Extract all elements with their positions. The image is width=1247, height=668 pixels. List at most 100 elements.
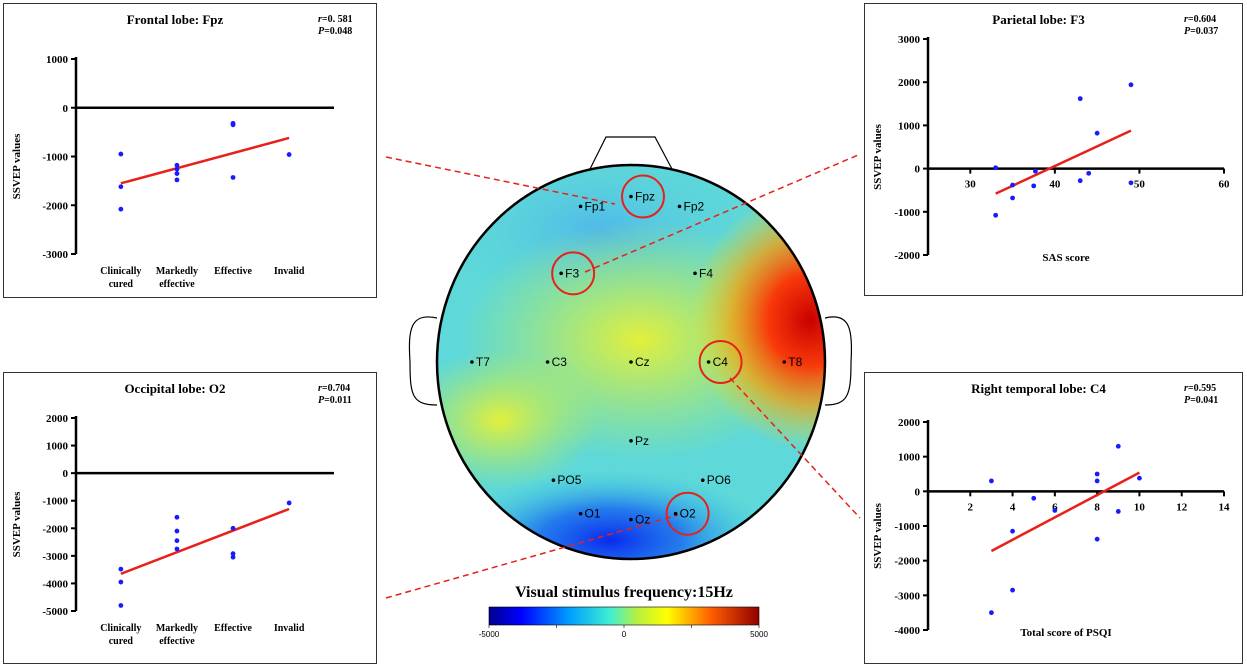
electrode-dot: [545, 360, 550, 364]
y-tick-label: 1000: [898, 452, 921, 464]
electrode-label-f4: F4: [699, 266, 713, 280]
regression-line: [120, 136, 290, 185]
electrode-label-oz: Oz: [635, 513, 650, 527]
y-tick-label: -3000: [894, 590, 920, 602]
electrode-dot: [629, 194, 633, 199]
data-point: [118, 184, 124, 190]
x-category-label: Clinically: [100, 623, 141, 634]
data-point: [118, 206, 124, 212]
data-point: [1128, 82, 1134, 88]
y-tick-label: 0: [915, 164, 921, 176]
y-tick-label: 1000: [46, 441, 69, 453]
y-tick-label: -2000: [42, 200, 68, 212]
colorbar-title: Visual stimulus frequency:15Hz: [515, 584, 733, 601]
data-point: [1010, 587, 1015, 593]
data-point: [174, 162, 180, 168]
connector-f3: [584, 154, 859, 273]
electrode-label-fp1: Fp1: [585, 199, 606, 213]
data-point: [230, 554, 236, 560]
colorbar: [488, 606, 760, 626]
regression-line: [995, 129, 1132, 195]
left-ear: [408, 316, 438, 406]
electrode-dot: [629, 360, 633, 364]
field-center-yellow: [460, 220, 820, 460]
y-tick-label: -2000: [894, 250, 920, 262]
data-point: [989, 478, 994, 484]
x-category-label: Effective: [214, 623, 252, 634]
right-ear: [824, 316, 853, 406]
field-top-cyan: [437, 165, 770, 320]
data-point: [174, 514, 180, 520]
y-tick-label: -4000: [42, 578, 68, 590]
electrode-dot: [551, 478, 556, 483]
electrode-dot: [700, 478, 705, 483]
chart-title: Occipital lobe: O2: [124, 381, 225, 396]
y-tick-label: -1000: [42, 152, 68, 164]
electrode-label-fpz: Fpz: [635, 190, 655, 204]
y-tick-label: -2000: [42, 523, 68, 535]
colorbar-tick-label: 0: [622, 630, 627, 639]
data-point: [1031, 183, 1037, 189]
highlight-circle-o2: [665, 491, 710, 536]
data-point: [989, 610, 994, 616]
electrode-dot: [673, 511, 678, 516]
y-tick-label: -1000: [42, 496, 68, 508]
x-category-label: effective: [159, 279, 195, 290]
x-tick-label: 2: [968, 501, 974, 513]
x-category-label: effective: [159, 636, 195, 647]
correlation-r: r=0.704: [318, 383, 350, 394]
chart-title: Frontal lobe: Fpz: [127, 12, 224, 27]
data-point: [118, 579, 124, 585]
electrode-label-po5: PO5: [557, 473, 581, 487]
data-point: [1052, 508, 1058, 513]
y-tick-label: 1000: [898, 120, 921, 132]
electrode-label-c4: C4: [713, 355, 729, 369]
x-tick-label: 50: [1134, 179, 1146, 191]
y-tick-label: 0: [63, 468, 69, 480]
p-value: P=0.041: [1184, 395, 1218, 406]
electrode-dot: [578, 204, 583, 209]
regression-line: [990, 471, 1141, 553]
y-tick-label: -3000: [42, 551, 68, 563]
x-category-label: Invalid: [274, 623, 305, 634]
x-category-label: Effective: [214, 266, 252, 277]
y-tick-label: -5000: [42, 606, 68, 618]
data-point: [230, 122, 236, 128]
highlight-circle-fpz: [621, 174, 665, 219]
x-tick-label: 4: [1010, 501, 1016, 513]
electrode-label-c3: C3: [552, 355, 568, 369]
x-tick-label: 40: [1049, 179, 1061, 191]
electrode-label-o1: O1: [585, 507, 601, 521]
y-tick-label: -3000: [42, 249, 68, 261]
data-point: [174, 171, 180, 176]
data-point: [174, 177, 180, 183]
x-tick-label: 10: [1134, 501, 1146, 513]
data-point: [230, 551, 236, 557]
electrode-dot: [629, 439, 633, 443]
x-category-label: Markedly: [156, 266, 198, 277]
scalp-field: [437, 165, 825, 559]
data-point: [1077, 96, 1083, 102]
data-point: [1010, 528, 1015, 534]
y-axis-label: SSVEP values: [11, 491, 23, 557]
y-tick-label: 2000: [46, 413, 69, 425]
data-point: [118, 603, 124, 608]
x-tick-label: 12: [1176, 501, 1188, 513]
data-point: [1031, 495, 1037, 501]
x-tick-label: 14: [1219, 501, 1231, 513]
y-tick-label: 0: [915, 486, 921, 498]
data-point: [1115, 509, 1121, 514]
p-value: P=0.037: [1184, 26, 1218, 37]
y-axis-label: SSVEP values: [872, 502, 884, 568]
data-point: [174, 166, 180, 172]
electrode-dot: [559, 271, 563, 276]
electrode-label-o2: O2: [680, 507, 696, 521]
y-axis-label: SSVEP values: [872, 123, 884, 189]
field-bottom-blue: [450, 470, 770, 559]
nose: [589, 136, 673, 170]
